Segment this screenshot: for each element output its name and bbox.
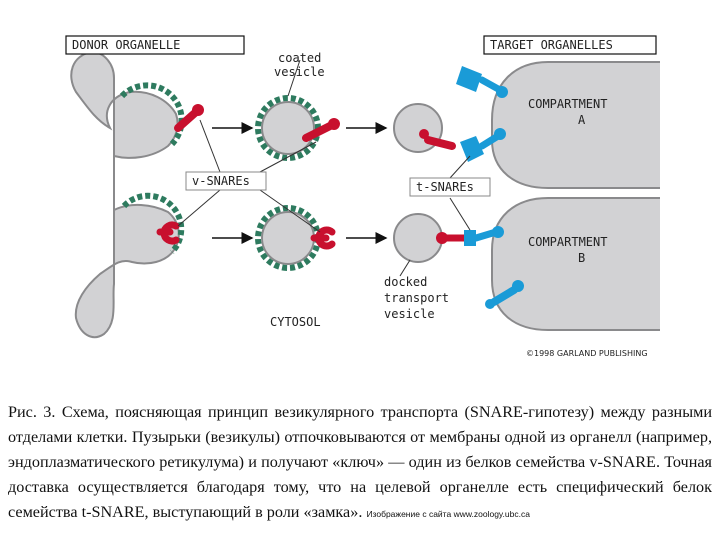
coated-vesicle-label-2: vesicle xyxy=(274,65,325,79)
donor-v-snare-bottom xyxy=(156,221,180,245)
cytosol-label: CYTOSOL xyxy=(270,315,321,329)
donor-organelle xyxy=(70,50,180,339)
compartment-a-label-2: A xyxy=(578,113,586,127)
docked-label-1: docked xyxy=(384,275,427,289)
compartment-b-label-1: COMPARTMENT xyxy=(528,235,607,249)
t-snares-label: t-SNAREs xyxy=(416,180,474,194)
t-snare-b-docked xyxy=(464,226,504,246)
copyright-label: ©1998 GARLAND PUBLISHING xyxy=(526,349,648,358)
compartment-b-label-2: B xyxy=(578,251,585,265)
donor-v-snare-top xyxy=(174,104,204,132)
docked-label-3: vesicle xyxy=(384,307,435,321)
docked-vesicle xyxy=(393,213,468,263)
uncoated-vesicle-top xyxy=(393,103,456,153)
compartment-a xyxy=(491,61,660,189)
t-snare-a-bottom xyxy=(460,128,506,162)
image-credit: Изображение с сайта www.zoology.ubc.ca xyxy=(366,509,530,519)
coated-vesicle-label-1: coated xyxy=(278,51,321,65)
compartment-b xyxy=(491,197,660,331)
coated-vesicle-bottom xyxy=(255,205,336,271)
t-snare-b-free xyxy=(485,280,524,309)
donor-label: DONOR ORGANELLE xyxy=(72,38,180,52)
caption-text: Рис. 3. Схема, поясняющая принцип везику… xyxy=(8,403,712,521)
figure-caption: Рис. 3. Схема, поясняющая принцип везику… xyxy=(8,400,712,527)
v-snares-label: v-SNAREs xyxy=(192,174,250,188)
compartment-a-label-1: COMPARTMENT xyxy=(528,97,607,111)
t-snare-a-top xyxy=(456,66,508,98)
docked-label-2: transport xyxy=(384,291,449,305)
target-label: TARGET ORGANELLES xyxy=(490,38,613,52)
coated-vesicle-top xyxy=(255,95,340,161)
snare-diagram: DONOR ORGANELLE TARGET ORGANELLES coated… xyxy=(65,35,660,358)
